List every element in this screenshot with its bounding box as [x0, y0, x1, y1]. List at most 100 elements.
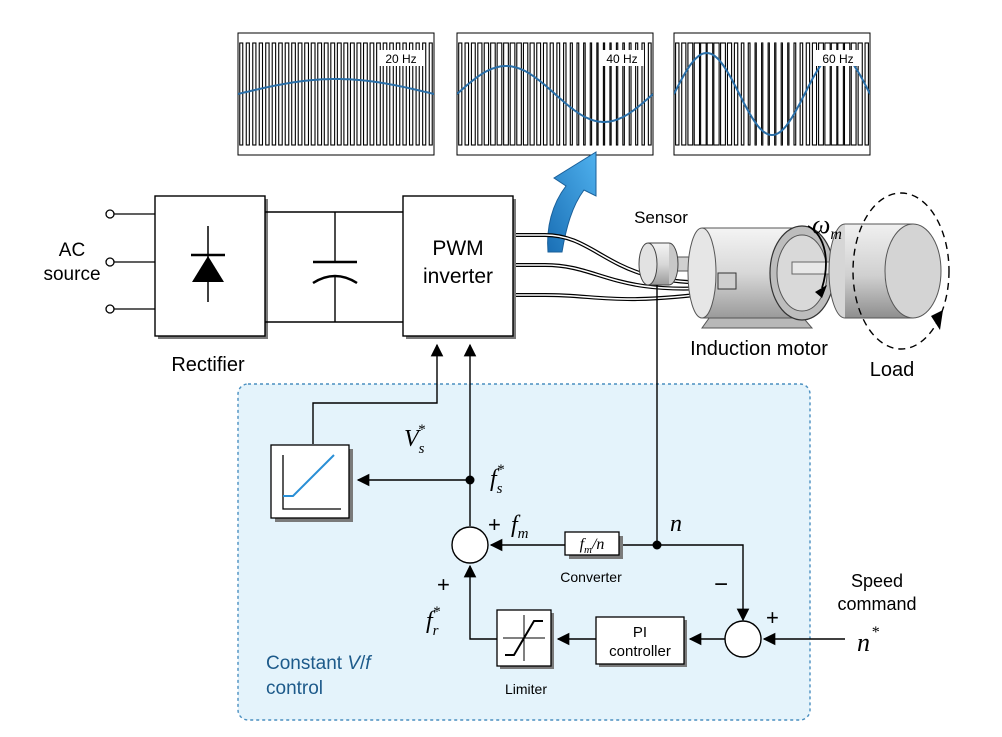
pwm-pulse [780, 42, 783, 146]
pwm-pulse [628, 42, 632, 146]
pwm-pulse [395, 42, 401, 146]
pwm-pulse [713, 42, 720, 146]
pwm-pulse [793, 42, 797, 146]
pwm-pulse [297, 42, 303, 146]
dc-link [265, 211, 403, 323]
pwm-pulse [330, 42, 336, 146]
pwm-pulse [458, 42, 463, 146]
n-to-speed-summer-line [657, 544, 750, 622]
speed-summing-junction [724, 620, 762, 658]
pwm-pulse [805, 42, 811, 146]
pwm-pulse [343, 42, 349, 146]
pwm-pulse [747, 42, 751, 146]
pwm-pulse [563, 42, 567, 146]
blue-curved-arrow [547, 151, 597, 253]
fr-star-label: fr* [426, 604, 441, 639]
pwm-pulse [516, 42, 522, 146]
constant-vf-label-line2: control [266, 678, 323, 699]
ac-source-label-line2: source [43, 264, 100, 285]
rectifier-block [154, 195, 268, 339]
pwm-pulse [536, 42, 542, 146]
pwm-pulse [470, 42, 476, 146]
rectifier-label: Rectifier [171, 354, 245, 376]
omega-m-symbol: ωm [812, 210, 842, 243]
pwm-pulse [376, 42, 381, 146]
pwm-pulse [408, 42, 414, 146]
pwm-pulse [464, 42, 470, 146]
pwm-pulse [857, 42, 863, 146]
pwm-pulse [720, 42, 726, 146]
pwm-pulse [509, 42, 516, 146]
pwm-pulse [382, 42, 388, 146]
load-label: Load [870, 359, 915, 381]
converter-block [564, 531, 623, 559]
fr-plus-sign: + [437, 572, 450, 597]
pwm-pulse [615, 42, 619, 146]
pwm-pulse [310, 42, 316, 146]
fs-junction-dot [465, 475, 475, 485]
pwm-pulse [522, 42, 529, 146]
pwm-pulse [700, 42, 707, 146]
n-label: n [670, 511, 682, 537]
pwm-pulse [726, 42, 733, 146]
pwm-pulse [681, 42, 687, 146]
fr-signal-line [463, 564, 497, 640]
pwm-pulse [799, 42, 804, 146]
pwm-pulse [767, 42, 770, 146]
ac-source [105, 209, 155, 314]
induction-motor [687, 225, 843, 329]
pwm-pulse [278, 42, 283, 146]
motor-cables [516, 233, 721, 302]
pwm-pulse [641, 42, 645, 146]
pwm-pulse [837, 42, 844, 146]
converter-block-text: fm/n [580, 536, 605, 556]
sensor-label: Sensor [634, 208, 688, 227]
pi-controller-label-line1: PI [633, 624, 647, 641]
pwm-pulse [850, 42, 857, 146]
pwm-pulse [356, 42, 362, 146]
pwm-pulse [477, 42, 483, 146]
waveform-panel-20hz: 20 Hz [237, 32, 435, 156]
pwm-pulse [496, 42, 503, 146]
pwm-pulse [483, 42, 490, 146]
pwm-pulse [402, 42, 407, 146]
converter-label: Converter [560, 569, 622, 585]
pwm-pulse [824, 42, 831, 146]
pwm-pulse [733, 42, 739, 146]
limiter-block [496, 609, 554, 669]
n-star-label: n* [857, 624, 879, 657]
pwm-pulse [596, 42, 599, 146]
pwm-pulse [576, 42, 580, 146]
pwm-pulse [304, 42, 310, 146]
pi-controller-block [595, 616, 687, 667]
pwm-inverter-block [402, 195, 516, 339]
pwm-pulse [569, 42, 573, 146]
pwm-pulse [687, 42, 694, 146]
speed-minus-sign: − [714, 571, 728, 598]
pwm-pulse [818, 42, 824, 146]
fm-label: fm [511, 512, 529, 542]
pwm-pulse [864, 42, 869, 146]
pwm-pulse [693, 42, 701, 146]
pwm-pulse [602, 42, 606, 146]
speed-command-label-line1: Speed [851, 571, 903, 591]
pwm-pulse [317, 42, 323, 146]
pwm-pulse [503, 42, 509, 146]
pwm-pulse [258, 42, 264, 146]
pwm-pulse [706, 42, 714, 146]
diode-icon [192, 256, 224, 282]
induction-motor-label: Induction motor [690, 338, 828, 360]
pwm-inverter-label-line2: inverter [423, 265, 493, 288]
pwm-pulse [787, 42, 790, 146]
pwm-pulse [740, 42, 745, 146]
vs-signal-line [312, 343, 444, 444]
pwm-pulse [675, 42, 680, 146]
pwm-pulse [556, 42, 561, 146]
pwm-pulse [323, 42, 329, 146]
pwm-pulse [549, 42, 554, 146]
pwm-pulse [542, 42, 548, 146]
load-rotation-arrow [852, 192, 950, 350]
pwm-pulse [369, 42, 375, 146]
pwm-pulse [349, 42, 355, 146]
vf-characteristic-block [270, 444, 353, 522]
